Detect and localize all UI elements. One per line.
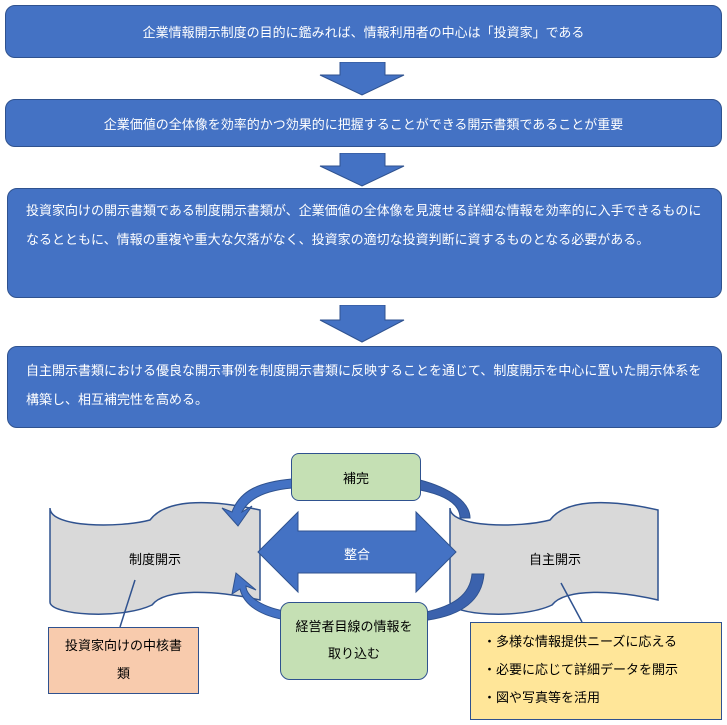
left-document-shape xyxy=(49,501,261,615)
investor-core-callout: 投資家向けの中核書類 xyxy=(48,627,199,694)
statutory-disclosure-label: 制度開示 xyxy=(128,553,181,568)
flow-step-3: 投資家向けの開示書類である制度開示書類が、企業価値の全体像を見渡せる詳細な情報を… xyxy=(7,188,722,298)
down-arrow-3 xyxy=(319,305,405,343)
flow-step-1-text: 企業情報開示制度の目的に鑑みれば、情報利用者の中心は「投資家」である xyxy=(142,26,585,41)
flow-step-4-text: 自主開示書類における優良な開示事例を制度開示書類に反映することを通じて、制度開示… xyxy=(26,364,702,408)
feature-item: ・必要に応じて詳細データを開示 xyxy=(483,663,679,678)
flow-step-3-text: 投資家向けの開示書類である制度開示書類が、企業価値の全体像を見渡せる詳細な情報を… xyxy=(26,204,702,248)
management-view-label: 経営者目線の情報を取り込む xyxy=(295,620,413,662)
complement-box: 補完 xyxy=(291,453,421,501)
voluntary-features-callout: ・多様な情報提供ニーズに応える ・必要に応じて詳細データを開示 ・図や写真等を活… xyxy=(470,622,722,720)
left-callout-leader xyxy=(119,579,136,628)
complement-label: 補完 xyxy=(342,471,369,487)
flow-step-4: 自主開示書類における優良な開示事例を制度開示書類に反映することを通じて、制度開示… xyxy=(7,346,722,428)
top-right-arc xyxy=(419,479,471,519)
relationship-diagram xyxy=(49,478,659,628)
top-curved-arrow xyxy=(221,478,293,527)
bottom-right-arc xyxy=(425,573,485,621)
flow-step-1: 企業情報開示制度の目的に鑑みれば、情報利用者の中心は「投資家」である xyxy=(5,5,722,58)
flow-step-2: 企業価値の全体像を効率的かつ効果的に把握することができる開示書類であることが重要 xyxy=(5,99,722,147)
investor-core-text: 投資家向けの中核書類 xyxy=(65,638,183,682)
flow-step-2-text: 企業価値の全体像を効率的かつ効果的に把握することができる開示書類であることが重要 xyxy=(103,117,624,133)
alignment-label: 整合 xyxy=(343,548,370,563)
feature-item: ・多様な情報提供ニーズに応える xyxy=(483,635,677,650)
bottom-curved-arrow xyxy=(231,572,291,621)
feature-item: ・図や写真等を活用 xyxy=(483,691,601,706)
right-document-shape xyxy=(449,501,659,615)
double-arrow xyxy=(257,510,457,594)
down-arrow-2 xyxy=(319,153,405,187)
down-arrow-1 xyxy=(319,62,405,96)
voluntary-disclosure-label: 自主開示 xyxy=(528,553,581,568)
management-view-box: 経営者目線の情報を取り込む xyxy=(280,602,428,680)
right-callout-leader xyxy=(560,582,583,623)
